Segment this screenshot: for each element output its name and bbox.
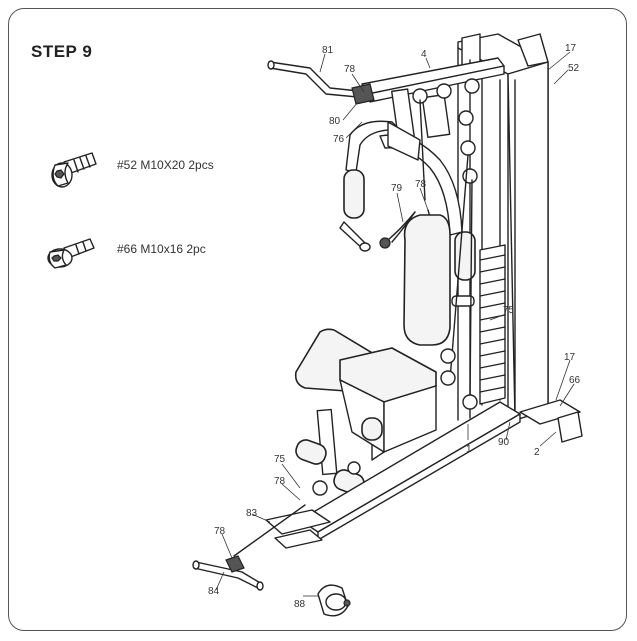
leg-developer <box>295 408 383 496</box>
callout-83: 83 <box>246 508 258 519</box>
callout-17-top: 17 <box>565 43 577 54</box>
press-arms <box>339 120 476 281</box>
callout-78-mid: 78 <box>415 179 427 190</box>
callout-4: 4 <box>421 49 427 60</box>
bolt-52-label: #52 M10X20 2pcs <box>117 158 214 172</box>
ankle-cover <box>317 584 351 617</box>
base-frame <box>265 399 583 549</box>
lat-bar <box>267 60 375 105</box>
bolt-66-icon <box>47 238 95 269</box>
callout-78-bar: 78 <box>214 526 226 537</box>
bolt-52-icon <box>51 152 97 188</box>
callout-leaders <box>215 51 575 597</box>
callout-76: 76 <box>333 134 345 145</box>
back-pad <box>403 214 475 346</box>
main-upright-column <box>457 33 549 421</box>
callout-75-left: 75 <box>274 454 286 465</box>
callout-66: 66 <box>569 375 581 386</box>
callout-17-bottom: 17 <box>564 352 576 363</box>
cables <box>419 99 478 410</box>
callout-75-right: 75 <box>503 305 515 316</box>
callout-78-low: 78 <box>274 476 286 487</box>
seat <box>294 328 437 461</box>
callout-52: 52 <box>568 63 580 74</box>
bolt-66-label: #66 M10x16 2pc <box>117 242 206 256</box>
callout-1: 1 <box>466 444 472 455</box>
callout-2: 2 <box>534 447 540 458</box>
callout-78-top: 78 <box>344 64 356 75</box>
callout-79: 79 <box>391 183 403 194</box>
callout-81: 81 <box>322 45 334 56</box>
callout-88: 88 <box>294 599 306 610</box>
step-title: STEP 9 <box>31 42 93 61</box>
callout-80: 80 <box>329 116 341 127</box>
diagram-frame <box>8 8 627 631</box>
weight-stack <box>479 75 506 406</box>
callout-84: 84 <box>208 586 220 597</box>
low-pulley-bar <box>192 504 306 591</box>
callout-numbers: 81 4 17 52 78 80 76 79 78 75 17 66 1 90 … <box>208 43 581 610</box>
callout-90: 90 <box>498 437 510 448</box>
